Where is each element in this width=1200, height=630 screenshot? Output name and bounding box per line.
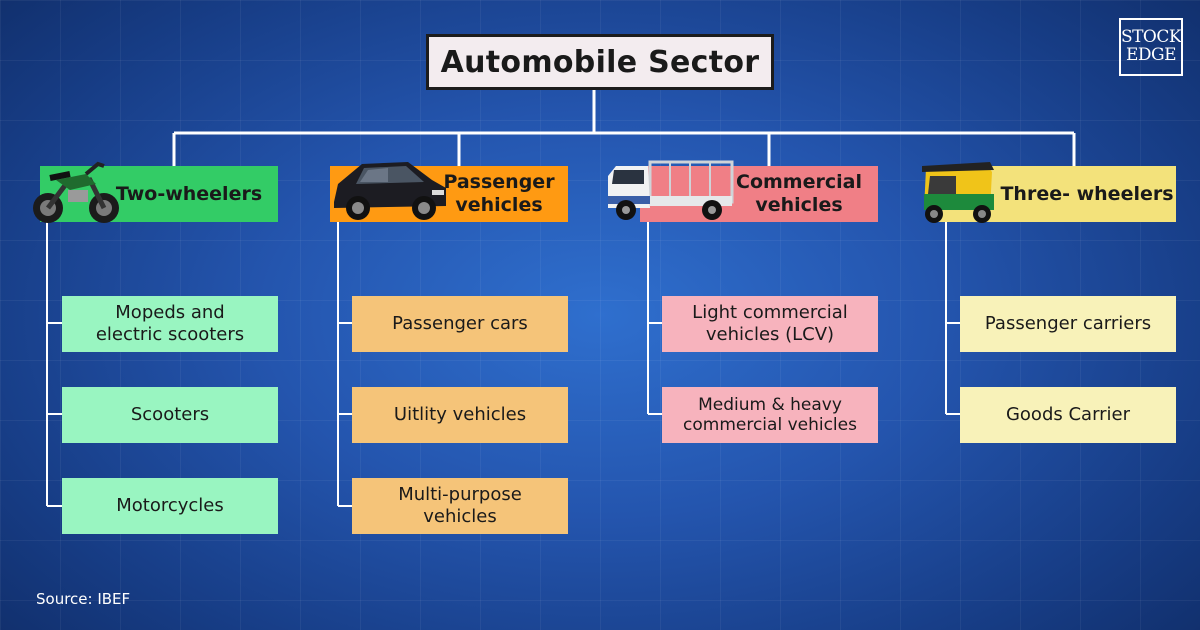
logo-line-1: STOCK	[1120, 27, 1182, 48]
subcategory-box: Scooters	[62, 387, 278, 443]
subcategory-box: Multi-purpose vehicles	[352, 478, 568, 534]
category-label: Two-wheelers	[115, 182, 263, 205]
subcategory-box: Uitlity vehicles	[352, 387, 568, 443]
subcategory-box: Light commercial vehicles (LCV)	[662, 296, 878, 352]
truck-icon	[608, 160, 734, 220]
stockedge-logo: STOCK EDGE	[1119, 18, 1183, 76]
subcategory-box: Medium & heavy commercial vehicles	[662, 387, 878, 443]
auto-rickshaw-icon	[922, 162, 994, 223]
subcategory-label: Light commercial vehicles (LCV)	[692, 302, 848, 345]
subcategory-label: Motorcycles	[116, 495, 224, 517]
source-note: Source: IBEF	[36, 590, 131, 608]
logo-line-2: EDGE	[1125, 45, 1177, 65]
category-label: Three- wheelers	[1000, 182, 1174, 205]
subcategory-label: Passenger cars	[392, 313, 528, 335]
category-label: Commercial vehicles	[736, 171, 862, 216]
subcategory-box: Mopeds and electric scooters	[62, 296, 278, 352]
subcategory-box: Passenger cars	[352, 296, 568, 352]
subcategory-label: Medium & heavy commercial vehicles	[683, 394, 857, 435]
category-commercial-vehicles: Commercial vehicles	[640, 166, 878, 222]
diagram-title: Automobile Sector	[426, 34, 774, 90]
subcategory-label: Passenger carriers	[984, 313, 1152, 335]
subcategory-box: Motorcycles	[62, 478, 278, 534]
subcategory-label: Goods Carrier	[1005, 404, 1131, 426]
subcategory-box: Goods Carrier	[960, 387, 1176, 443]
category-label: Passenger vehicles	[443, 171, 555, 216]
subcategory-label: Scooters	[130, 404, 210, 426]
subcategory-label: Uitlity vehicles	[393, 404, 527, 426]
subcategory-box: Passenger carriers	[960, 296, 1176, 352]
subcategory-label: Multi-purpose vehicles	[398, 484, 522, 527]
subcategory-label: Mopeds and electric scooters	[95, 302, 245, 345]
car-icon	[334, 162, 446, 220]
motorcycle-icon	[33, 161, 119, 223]
